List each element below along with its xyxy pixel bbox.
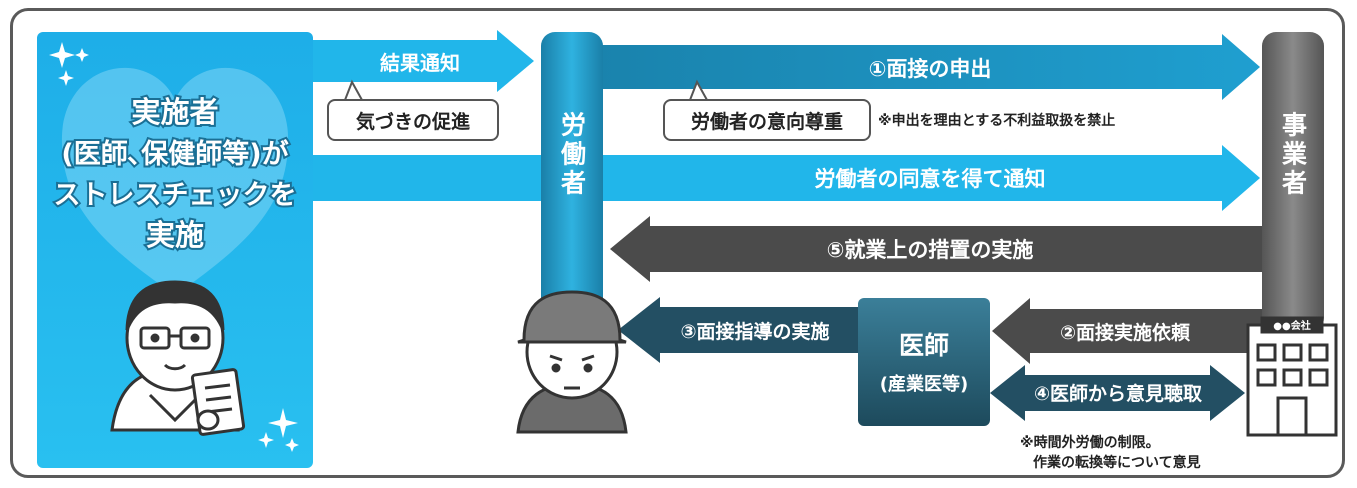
respect-callout: 労働者の意向尊重: [663, 99, 871, 141]
doctor-line1: 医師: [899, 331, 949, 360]
worker-label: 労働者: [558, 112, 588, 199]
opinion-hearing-label: ④医師から意見聴取: [1034, 382, 1202, 405]
worker-illustration: [516, 290, 628, 434]
implementer-line3: ストレスチェックを: [54, 180, 297, 211]
doctor-line2: (産業医等): [880, 373, 968, 395]
implementer-line4: 実施: [146, 218, 204, 252]
interview-commission-arrow: ②面接実施依頼: [992, 298, 1262, 364]
interview-request-arrow: ①面接の申出: [600, 34, 1260, 100]
opinion-note-line2: 作業の転換等について意見: [1033, 455, 1201, 471]
result-notice-label: 結果通知: [380, 51, 460, 75]
interview-guidance-label: ③面接指導の実施: [680, 320, 829, 343]
measures-label: ⑤就業上の措置の実施: [827, 238, 1034, 262]
consent-notice-label: 労働者の同意を得て通知: [815, 167, 1046, 191]
prohibition-note: ※申出を理由とする不利益取扱を禁止: [878, 113, 1116, 129]
heart-icon: [61, 67, 289, 295]
callout-tail-respect: [689, 79, 708, 101]
opinion-hearing-arrow: ④医師から意見聴取: [990, 365, 1245, 421]
company-sign: ●●会社: [1273, 319, 1310, 332]
opinion-note-line1: ※時間外労働の制限。: [1020, 435, 1160, 451]
callout-tail-awareness: [344, 79, 363, 101]
employer-bar: 事業者: [1262, 32, 1324, 332]
measures-arrow: ⑤就業上の措置の実施: [610, 216, 1262, 282]
implementer-panel: 実施者 (医師､保健師等)が ストレスチェックを 実施: [37, 32, 313, 468]
consent-notice-arrow: 労働者の同意を得て通知: [313, 145, 1260, 211]
result-notice-arrow: 結果通知: [313, 30, 534, 92]
implementer-line1: 実施者: [131, 95, 218, 129]
sparkle-icon: [49, 42, 299, 452]
interview-guidance-arrow: ③面接指導の実施: [618, 297, 858, 363]
interview-request-label: ①面接の申出: [869, 57, 992, 81]
interview-commission-label: ②面接実施依頼: [1060, 321, 1191, 344]
doctor-illustration: [110, 280, 246, 436]
employer-label: 事業者: [1279, 112, 1308, 199]
company-building-icon: ●●会社: [1246, 316, 1338, 437]
awareness-callout: 気づきの促進: [327, 99, 499, 141]
implementer-line2: (医師､保健師等)が: [61, 138, 288, 170]
worker-bar: 労働者: [541, 32, 603, 332]
doctor-box: 医師 (産業医等): [858, 298, 990, 426]
